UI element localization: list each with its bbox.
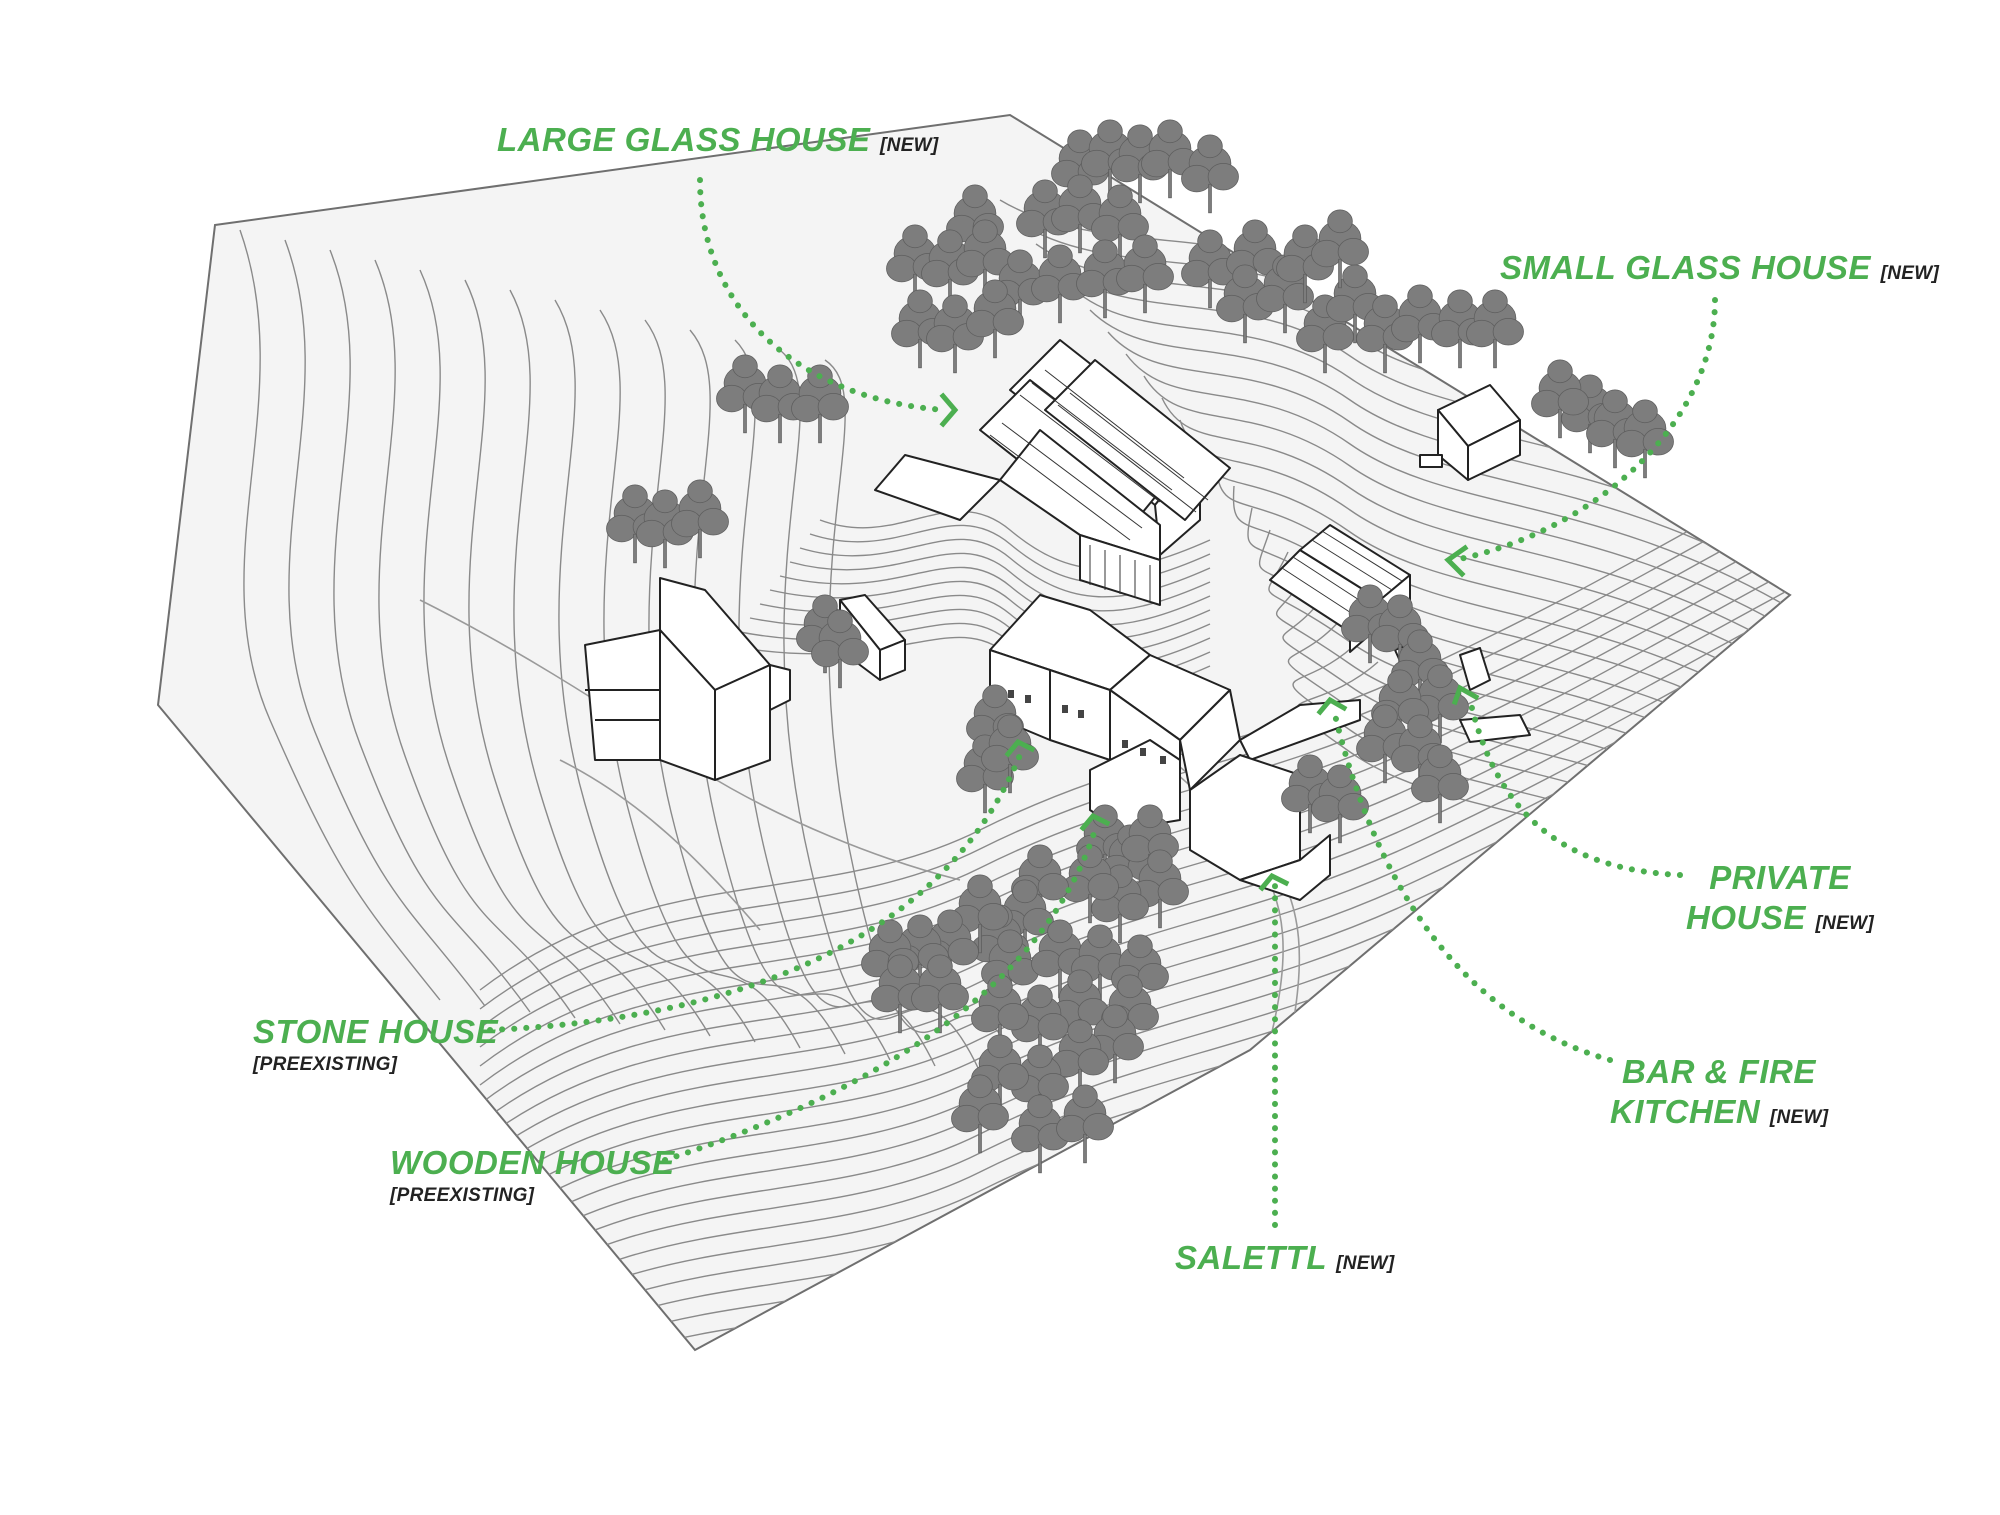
small-glass-house-tag: [NEW]	[1880, 263, 1940, 284]
wooden-house-tag: [PREEXISTING]	[390, 1185, 535, 1206]
contour-line	[1197, 441, 1790, 703]
contour-line	[824, 359, 1026, 1079]
contour-line	[789, 552, 1211, 612]
leader-small-glass-house	[1452, 297, 1718, 563]
arrow-wooden-house	[1079, 812, 1111, 832]
contour-line	[554, 299, 756, 1043]
bar-fire-kitchen-line2: KITCHEN	[1610, 1093, 1761, 1130]
salettl-tag: [NEW]	[1336, 1253, 1395, 1274]
stone-house-label: STONE HOUSE	[253, 1012, 498, 1052]
contour-line	[599, 309, 801, 1049]
arrow-stone-house	[1004, 738, 1036, 758]
arrow-large-glass-house	[939, 392, 959, 428]
leader-wooden-house	[662, 827, 1098, 1163]
contour-line	[1107, 331, 1790, 593]
contour-line	[464, 279, 666, 1031]
leader-stone-house	[487, 752, 1023, 1033]
leader-bar-fire-kitchen	[1332, 712, 1613, 1063]
contour-line	[329, 249, 531, 1013]
wooden-house-title: WOODEN HOUSE	[390, 1144, 675, 1181]
contour-line	[1161, 397, 1790, 659]
contour-line	[479, 640, 1790, 1162]
small-glass-house-title: SMALL GLASS HOUSE	[1500, 249, 1871, 286]
bar-fire-kitchen-tag: [NEW]	[1769, 1107, 1829, 1128]
large-glass-house-tag: [NEW]	[880, 135, 939, 156]
salettl-title: SALETTL	[1175, 1239, 1327, 1276]
contour-line	[284, 239, 486, 1007]
bar-fire-kitchen-label: BAR & FIRE KITCHEN [NEW]	[1610, 1052, 1880, 1138]
large-glass-house-label: LARGE GLASS HOUSE [NEW]	[497, 120, 939, 166]
large-glass-house-title: LARGE GLASS HOUSE	[497, 121, 871, 158]
large-glass-house-building	[874, 339, 1231, 606]
contour-line	[1143, 375, 1790, 637]
private-house-line2: HOUSE	[1685, 899, 1806, 936]
private-house-tag: [NEW]	[1815, 913, 1874, 934]
cabin-building	[1419, 384, 1521, 481]
leader-large-glass-house	[697, 177, 948, 413]
contour-line	[689, 329, 891, 1061]
contour-line	[419, 269, 621, 1025]
contour-line	[1125, 353, 1790, 615]
contour-line	[1179, 419, 1790, 681]
stone-house-title: STONE HOUSE	[253, 1013, 499, 1050]
bar-fire-kitchen-line1: BAR & FIRE	[1622, 1053, 1816, 1090]
contour-line	[239, 229, 441, 1001]
bar-fire-kitchen-line2-row: KITCHEN [NEW]	[1610, 1092, 1880, 1138]
buildings	[584, 339, 1531, 901]
leader-lines	[487, 177, 1718, 1228]
barn-building	[584, 577, 791, 781]
leader-arrowheads	[939, 392, 1480, 892]
private-house-line2-row: HOUSE [NEW]	[1650, 898, 1910, 944]
private-house-line1: PRIVATE	[1709, 859, 1851, 896]
arrow-private-house	[1451, 684, 1480, 706]
leader-private-house	[1467, 697, 1683, 878]
contour-line	[374, 259, 576, 1019]
private-house-label: PRIVATE HOUSE [NEW]	[1650, 858, 1910, 944]
salettl-label: SALETTL [NEW]	[1175, 1238, 1395, 1284]
tree-icon	[1466, 289, 1524, 369]
main-complex-building	[989, 594, 1361, 901]
contour-line	[509, 289, 711, 1037]
wooden-house-label: WOODEN HOUSE	[390, 1143, 675, 1183]
stone-house-tag: [PREEXISTING]	[253, 1054, 398, 1075]
contour-line	[644, 319, 846, 1055]
arrow-bar-fire-kitchen	[1316, 696, 1348, 716]
arrow-small-glass-house	[1444, 544, 1469, 578]
arrow-salettl	[1258, 872, 1290, 892]
small-glass-house-label: SMALL GLASS HOUSE [NEW]	[1500, 248, 1939, 294]
contour-line	[779, 566, 1211, 626]
